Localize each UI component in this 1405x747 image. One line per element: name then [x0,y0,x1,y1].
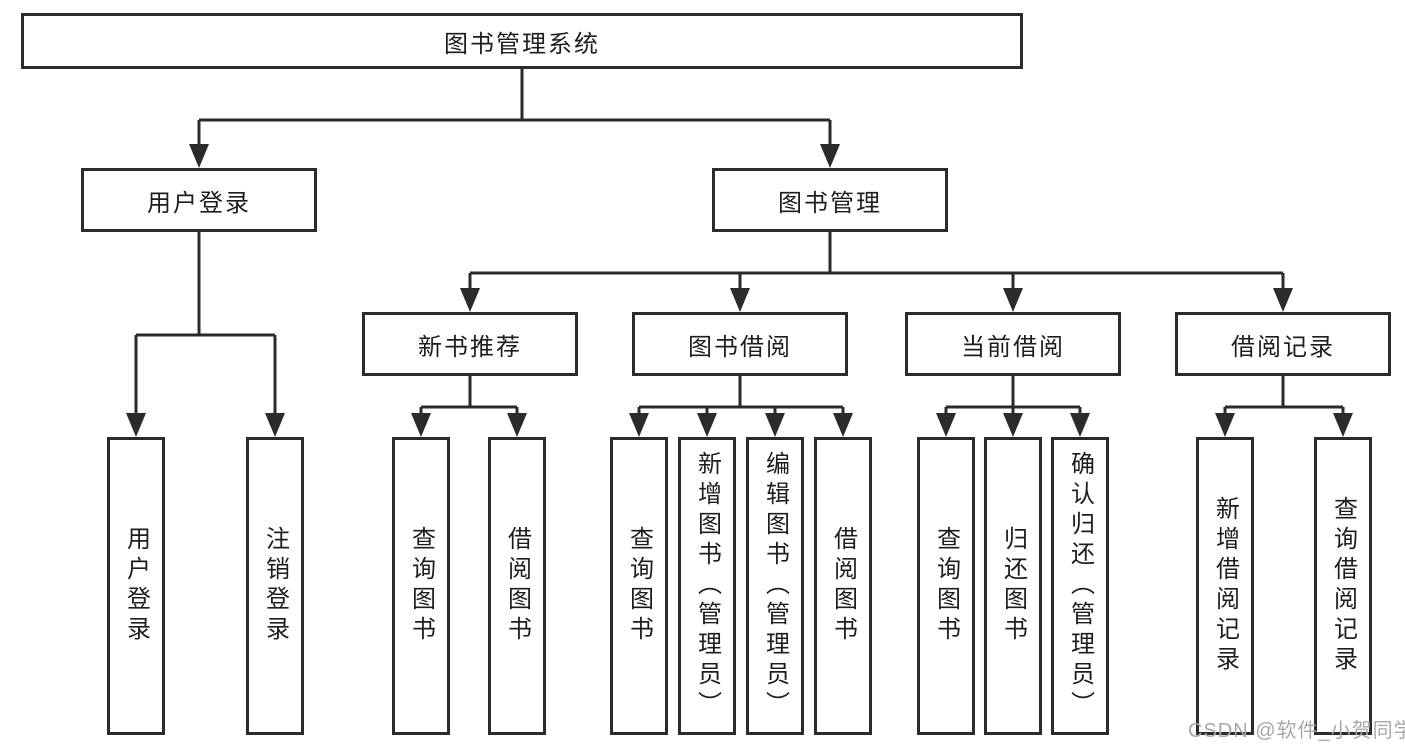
leaf-add-books-admin: 新增图书（管理员） [678,437,736,735]
leaf-confirm-return-admin: 确认归还（管理员） [1051,437,1109,735]
leaf-return-books: 归还图书 [984,437,1042,735]
watermark: CSDN @软件_小贺同学 [1188,720,1405,742]
leaf-current-query-books: 查询图书 [917,437,975,735]
node-root: 图书管理系统 [21,13,1023,69]
leaf-edit-books-admin: 编辑图书（管理员） [746,437,804,735]
leaf-recommend-borrow-books: 借阅图书 [488,437,546,735]
leaf-user-login: 用户登录 [107,437,165,735]
leaf-recommend-query-books: 查询图书 [392,437,450,735]
node-book-management: 图书管理 [712,168,948,232]
leaf-borrow-query-books: 查询图书 [610,437,668,735]
leaf-query-borrow-record: 查询借阅记录 [1314,437,1372,735]
node-borrow-records: 借阅记录 [1175,312,1391,376]
node-new-book-recommend: 新书推荐 [362,312,578,376]
node-book-borrow: 图书借阅 [632,312,848,376]
leaf-borrow-books: 借阅图书 [814,437,872,735]
leaf-add-borrow-record: 新增借阅记录 [1196,437,1254,735]
node-user-login: 用户登录 [81,168,317,232]
leaf-logout: 注销登录 [246,437,304,735]
node-current-borrow: 当前借阅 [905,312,1121,376]
